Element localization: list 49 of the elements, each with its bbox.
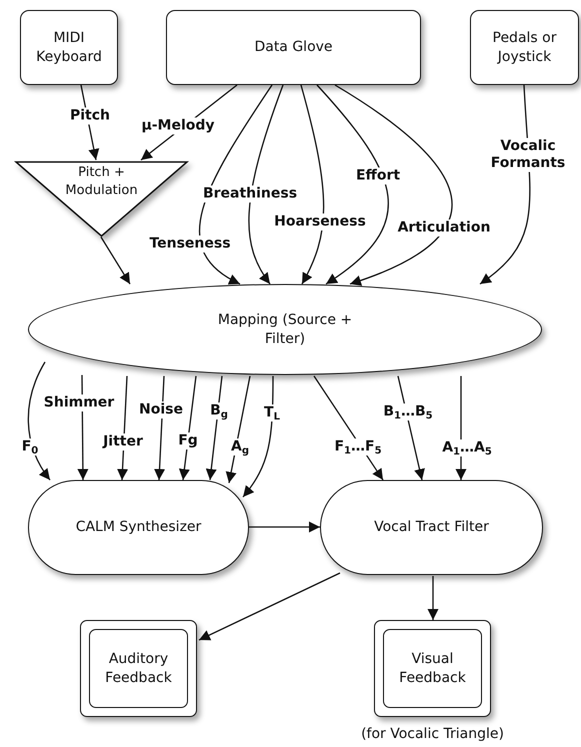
triangle-node xyxy=(15,161,188,237)
arrow xyxy=(249,522,320,532)
edge-label: F$_{1}$…F$_{5}$ xyxy=(333,438,383,456)
edge-label: Breathiness xyxy=(202,186,298,202)
edge-label: F$_{0}$ xyxy=(20,438,40,456)
node-label: MIDI Keyboard xyxy=(35,28,103,66)
node-label: Mapping (Source + Filter) xyxy=(216,310,354,348)
edge-label: Pitch xyxy=(69,108,111,124)
node-label: (for Vocalic Triangle) xyxy=(361,726,504,742)
device-box xyxy=(470,10,579,85)
node-label: Pitch + Modulation xyxy=(64,164,139,200)
edge-label: Jitter xyxy=(102,434,144,450)
arrow xyxy=(206,376,223,480)
arrow xyxy=(198,572,340,641)
edge-label: T$_{L}$ xyxy=(263,404,281,422)
arrow xyxy=(178,376,197,480)
edge-label: Tenseness xyxy=(148,236,232,252)
device-box xyxy=(166,10,421,85)
node-label: Visual Feedback xyxy=(398,650,467,688)
arrow xyxy=(316,84,389,285)
arrow xyxy=(242,376,274,498)
node-label: Data Glove xyxy=(254,38,333,57)
arrow xyxy=(428,576,438,620)
arrow xyxy=(100,236,131,284)
arrow xyxy=(248,84,284,284)
edge-label: Fg xyxy=(177,432,199,450)
arrow xyxy=(300,84,324,284)
edge-label: Noise xyxy=(138,402,184,418)
edge-label: B$_{g}$ xyxy=(209,402,229,420)
arrow xyxy=(334,84,452,286)
edge-label: Articulation xyxy=(396,220,492,236)
node-label: Pedals or Joystick xyxy=(492,28,558,66)
feedback-box xyxy=(374,620,491,717)
feedback-box xyxy=(80,620,197,717)
device-box xyxy=(20,10,118,85)
process-box xyxy=(28,480,249,575)
edge-label: B$_{1}$…B$_{5}$ xyxy=(382,404,434,420)
edge-label: μ-Melody xyxy=(140,118,216,134)
arrow xyxy=(28,362,51,480)
edge-label: Shimmer xyxy=(42,394,116,412)
process-box xyxy=(320,480,543,575)
edge-label: A$_{g}$ xyxy=(230,438,250,456)
node-label: CALM Synthesizer xyxy=(76,518,202,537)
edge-label: Effort xyxy=(354,168,402,184)
node-label: Vocal Tract Filter xyxy=(374,518,489,537)
edge-label: Hoarseness xyxy=(273,214,367,230)
node-label: Auditory Feedback xyxy=(104,650,173,688)
arrow xyxy=(226,376,251,484)
edge-label: A$_{1}$…A$_{5}$ xyxy=(441,440,493,456)
